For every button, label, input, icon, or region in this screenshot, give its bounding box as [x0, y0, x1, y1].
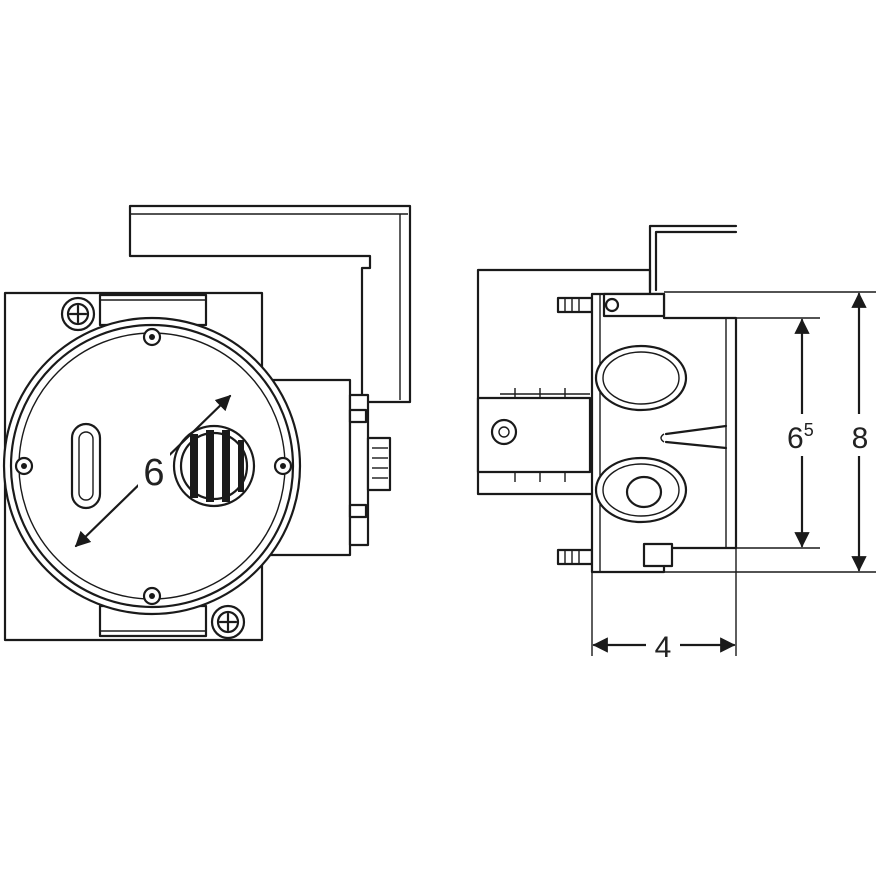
box-body: [590, 292, 738, 574]
inner-height-label: 65: [787, 420, 814, 455]
front-view: 6: [2, 204, 412, 642]
depth-dimension: 4: [592, 628, 736, 664]
side-rivet: [490, 418, 518, 446]
wire-hook: [648, 224, 738, 292]
top-clip: [602, 292, 666, 318]
plate-ribs: [514, 388, 566, 482]
mounting-bracket: [128, 204, 412, 404]
inner-height-dimension: 65: [784, 318, 824, 548]
cable-slot: [70, 422, 102, 510]
rim-holes: [14, 327, 293, 606]
screw-bottom-right: [210, 604, 246, 640]
bottom-clip: [642, 542, 674, 568]
side-view: 65 8 4: [476, 224, 876, 664]
diameter-label: 6: [143, 452, 164, 494]
outer-height-dimension: 8: [845, 292, 875, 572]
studs: [556, 296, 594, 566]
screw-top-left: [60, 296, 96, 332]
terminal-connector: [366, 436, 392, 492]
knockout-upper: [594, 344, 688, 412]
diameter-dimension: 6: [74, 394, 232, 548]
depth-label: 4: [655, 631, 672, 664]
outer-height-label: 8: [852, 422, 869, 455]
